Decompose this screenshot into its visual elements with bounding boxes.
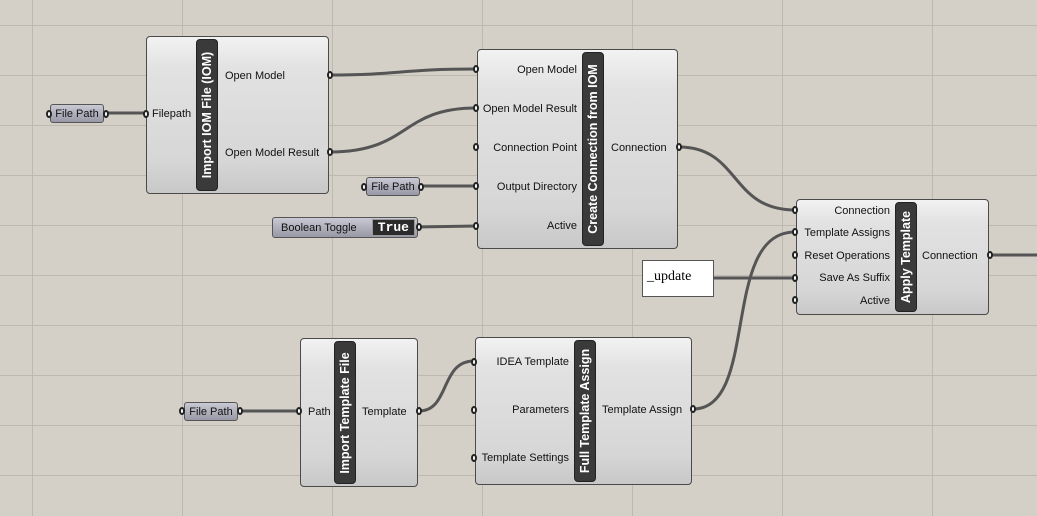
input-active[interactable]: Active bbox=[860, 295, 890, 307]
grip-icon[interactable] bbox=[296, 407, 302, 415]
output-template-assign[interactable]: Template Assign bbox=[602, 404, 683, 416]
wire-connection bbox=[678, 145, 796, 212]
input-path[interactable]: Path bbox=[308, 406, 331, 418]
grip-icon[interactable] bbox=[179, 407, 185, 415]
wire-open-model bbox=[329, 67, 477, 77]
create-connection-component[interactable]: Create Connection from IOM Open Model Op… bbox=[477, 49, 678, 249]
input-template-settings[interactable]: Template Settings bbox=[481, 452, 569, 464]
wire-open-model-result bbox=[329, 106, 477, 154]
grip-icon[interactable] bbox=[473, 104, 479, 112]
grip-icon[interactable] bbox=[473, 222, 479, 230]
component-title-bar: Import Template File bbox=[334, 341, 356, 484]
component-title-bar: Full Template Assign bbox=[574, 340, 596, 482]
apply-template-component[interactable]: Apply Template Connection Template Assig… bbox=[796, 199, 989, 315]
grip-icon[interactable] bbox=[792, 251, 798, 259]
input-reset-operations[interactable]: Reset Operations bbox=[804, 250, 890, 262]
grip-icon[interactable] bbox=[416, 223, 422, 231]
grip-icon[interactable] bbox=[473, 182, 479, 190]
grip-icon[interactable] bbox=[471, 406, 477, 414]
grip-icon[interactable] bbox=[792, 296, 798, 304]
input-connection-point[interactable]: Connection Point bbox=[493, 142, 577, 154]
wire-template bbox=[418, 359, 475, 413]
wire-template-assigns bbox=[692, 230, 796, 411]
input-open-model-result[interactable]: Open Model Result bbox=[482, 103, 577, 115]
file-path-param-1[interactable]: File Path bbox=[50, 104, 104, 123]
grip-icon[interactable] bbox=[690, 405, 696, 413]
input-idea-template[interactable]: IDEA Template bbox=[496, 356, 569, 368]
file-path-param-3[interactable]: File Path bbox=[184, 402, 238, 421]
grip-icon[interactable] bbox=[103, 110, 109, 118]
output-open-model-result[interactable]: Open Model Result bbox=[225, 147, 320, 159]
input-active[interactable]: Active bbox=[547, 220, 577, 232]
grip-icon[interactable] bbox=[676, 143, 682, 151]
grip-icon[interactable] bbox=[143, 110, 149, 118]
input-output-directory[interactable]: Output Directory bbox=[496, 181, 577, 193]
grip-icon[interactable] bbox=[327, 148, 333, 156]
import-iom-component[interactable]: Import IOM File (IOM) Filepath Open Mode… bbox=[146, 36, 329, 194]
output-connection[interactable]: Connection bbox=[922, 250, 978, 262]
component-title-bar: Import IOM File (IOM) bbox=[196, 39, 218, 191]
component-title-bar: Create Connection from IOM bbox=[582, 52, 604, 246]
input-open-model[interactable]: Open Model bbox=[517, 64, 577, 76]
component-title-bar: Apply Template bbox=[895, 202, 917, 312]
grip-icon[interactable] bbox=[792, 206, 798, 214]
update-panel[interactable]: _update bbox=[642, 260, 714, 297]
boolean-toggle[interactable]: Boolean Toggle True bbox=[272, 217, 418, 238]
input-parameters[interactable]: Parameters bbox=[512, 404, 569, 416]
grip-icon[interactable] bbox=[792, 228, 798, 236]
grip-icon[interactable] bbox=[987, 251, 993, 259]
param-label: File Path bbox=[55, 107, 99, 120]
toggle-label: Boolean Toggle bbox=[281, 221, 357, 234]
param-label: File Path bbox=[189, 405, 233, 418]
grip-icon[interactable] bbox=[471, 454, 477, 462]
grip-icon[interactable] bbox=[327, 71, 333, 79]
input-template-assigns[interactable]: Template Assigns bbox=[804, 227, 890, 239]
output-open-model[interactable]: Open Model bbox=[225, 70, 285, 82]
grip-icon[interactable] bbox=[361, 183, 367, 191]
grip-icon[interactable] bbox=[471, 358, 477, 366]
input-connection[interactable]: Connection bbox=[834, 205, 890, 217]
grip-icon[interactable] bbox=[792, 274, 798, 282]
grip-icon[interactable] bbox=[237, 407, 243, 415]
input-filepath[interactable]: Filepath bbox=[152, 108, 192, 120]
grip-icon[interactable] bbox=[418, 183, 424, 191]
toggle-value[interactable]: True bbox=[371, 219, 415, 236]
output-template[interactable]: Template bbox=[362, 406, 407, 418]
file-path-param-2[interactable]: File Path bbox=[366, 177, 420, 196]
grip-icon[interactable] bbox=[416, 407, 422, 415]
wire-active bbox=[416, 224, 477, 229]
grip-icon[interactable] bbox=[473, 65, 479, 73]
full-template-assign-component[interactable]: Full Template Assign IDEA Template Param… bbox=[475, 337, 692, 485]
param-label: File Path bbox=[371, 180, 415, 193]
output-connection[interactable]: Connection bbox=[611, 142, 667, 154]
grip-icon[interactable] bbox=[473, 143, 479, 151]
input-save-as-suffix[interactable]: Save As Suffix bbox=[819, 272, 890, 284]
import-template-component[interactable]: Import Template File Path Template bbox=[300, 338, 418, 487]
grip-icon[interactable] bbox=[46, 110, 52, 118]
